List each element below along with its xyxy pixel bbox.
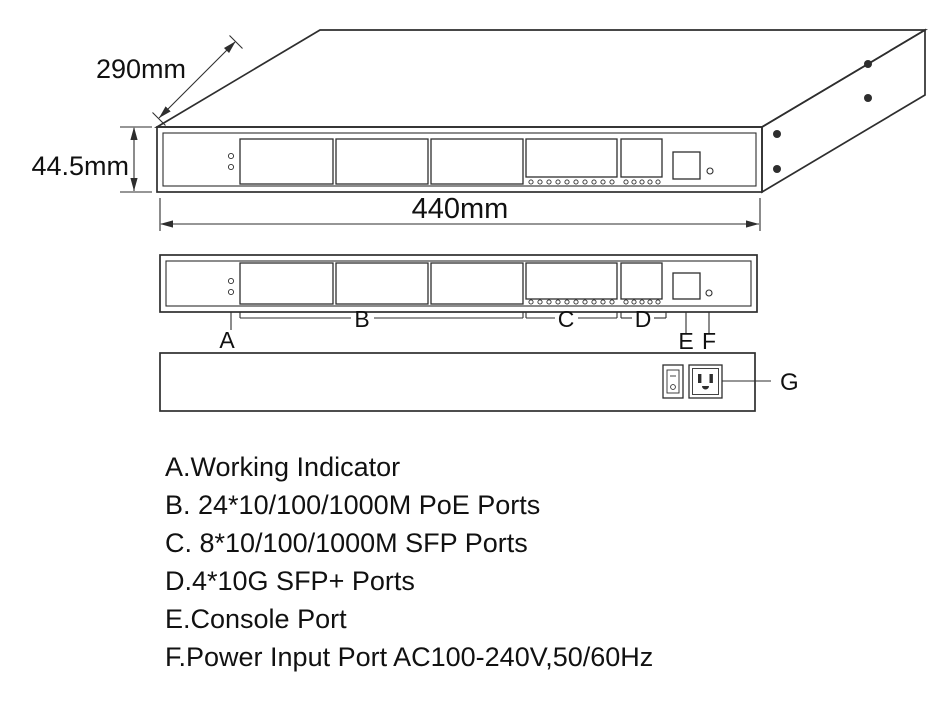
legend-item-sfp-ports: C. 8*10/100/1000M SFP Ports <box>165 528 528 558</box>
console-port <box>672 151 701 180</box>
callout-d: D <box>635 306 652 332</box>
sfp-port-block <box>525 138 618 178</box>
rear-view: G <box>159 352 799 412</box>
legend-item-working-indicator: A.Working Indicator <box>165 452 400 482</box>
width-dimension-label: 440mm <box>412 193 509 225</box>
front-view <box>159 254 758 313</box>
isometric-view <box>153 28 929 194</box>
power-inlet-icon <box>688 364 723 399</box>
mount-screw-holes <box>773 60 872 173</box>
legend: A.Working Indicator B. 24*10/100/1000M P… <box>165 452 653 672</box>
rear-panel-outline <box>159 352 756 412</box>
height-dimension-label: 44.5mm <box>31 151 129 181</box>
power-switch-icon <box>662 364 684 399</box>
sfp-plus-port-block <box>620 262 663 300</box>
chassis-side-face <box>761 28 926 194</box>
sfp-led-dots <box>528 179 615 185</box>
sfp-led-dots <box>528 299 615 305</box>
poe-port-block-3 <box>430 262 524 305</box>
sfp-plus-port-block <box>620 138 663 178</box>
chassis-top-face <box>153 29 929 128</box>
dimension-tick <box>152 112 166 126</box>
power-input-indicator <box>706 167 714 175</box>
legend-item-console-port: E.Console Port <box>165 604 347 634</box>
poe-port-block-1 <box>239 262 334 305</box>
sfp-port-block <box>525 262 618 300</box>
poe-port-block-2 <box>335 262 429 305</box>
depth-dimension-label: 290mm <box>96 54 186 84</box>
power-input-indicator <box>705 289 713 297</box>
legend-item-power-input: F.Power Input Port AC100-240V,50/60Hz <box>165 642 653 672</box>
dimension-depth: 290mm <box>96 35 243 126</box>
callout-f: F <box>702 328 716 354</box>
callout-e: E <box>678 328 693 354</box>
callout-b: B <box>354 306 369 332</box>
callout-c: C <box>558 306 575 332</box>
poe-port-block-3 <box>430 138 524 185</box>
front-bezel-inner <box>162 132 757 187</box>
chassis-front-face <box>156 126 763 193</box>
dimension-height: 44.5mm <box>31 126 152 193</box>
sfp-plus-led-dots <box>623 179 661 185</box>
console-port <box>672 272 701 300</box>
sfp-plus-led-dots <box>623 299 661 305</box>
callout-g: G <box>780 369 799 396</box>
legend-item-poe-ports: B. 24*10/100/1000M PoE Ports <box>165 490 540 520</box>
callout-a: A <box>219 327 235 353</box>
dimension-width: 440mm <box>159 193 761 231</box>
front-panel-inner <box>165 260 752 307</box>
legend-item-sfp-plus-ports: D.4*10G SFP+ Ports <box>165 566 415 596</box>
poe-port-block-1 <box>239 138 334 185</box>
working-indicator-leds <box>227 277 235 296</box>
callout-labels: A B C D E F <box>219 306 716 354</box>
front-panel-outline <box>159 254 758 313</box>
working-indicator-leds <box>227 152 235 171</box>
poe-port-block-2 <box>335 138 429 185</box>
dimension-tick <box>229 35 243 49</box>
